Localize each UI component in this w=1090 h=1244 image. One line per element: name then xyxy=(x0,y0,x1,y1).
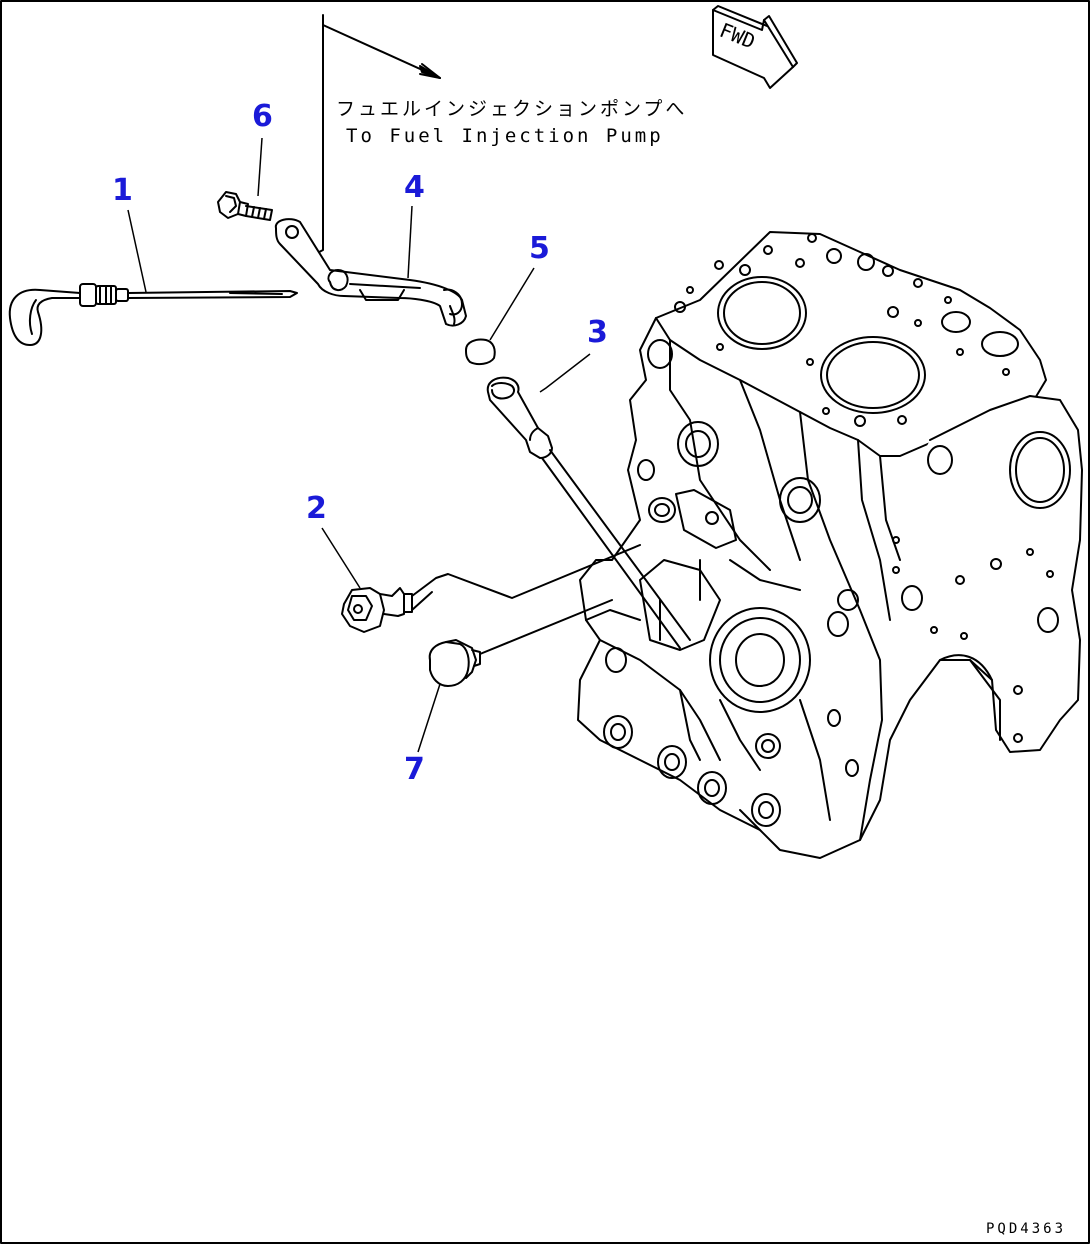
fuel-pump-note-en: To Fuel Injection Pump xyxy=(346,125,664,147)
fuel-pump-note-jp: フュエルインジェクションポンプへ xyxy=(336,98,688,120)
part-2-switch xyxy=(341,544,641,633)
fwd-arrow: FWD xyxy=(712,5,798,89)
callout-7: 7 xyxy=(404,752,425,787)
fuel-pump-leader xyxy=(299,14,441,263)
part-3-tube xyxy=(486,376,691,649)
drawing-code: PQD4363 xyxy=(986,1221,1067,1237)
callout-5: 5 xyxy=(529,231,550,266)
engine-block xyxy=(577,231,1083,859)
part-5-plug xyxy=(465,338,496,366)
callout-2: 2 xyxy=(306,491,327,526)
callout-4: 4 xyxy=(404,170,425,205)
part-7-plug xyxy=(428,599,613,687)
callout-3: 3 xyxy=(587,315,608,350)
callout-1: 1 xyxy=(112,173,133,208)
part-1-dipstick xyxy=(8,283,298,346)
callout-6: 6 xyxy=(252,99,273,134)
part-4-guide xyxy=(274,218,467,327)
part-6-bolt xyxy=(217,191,273,221)
